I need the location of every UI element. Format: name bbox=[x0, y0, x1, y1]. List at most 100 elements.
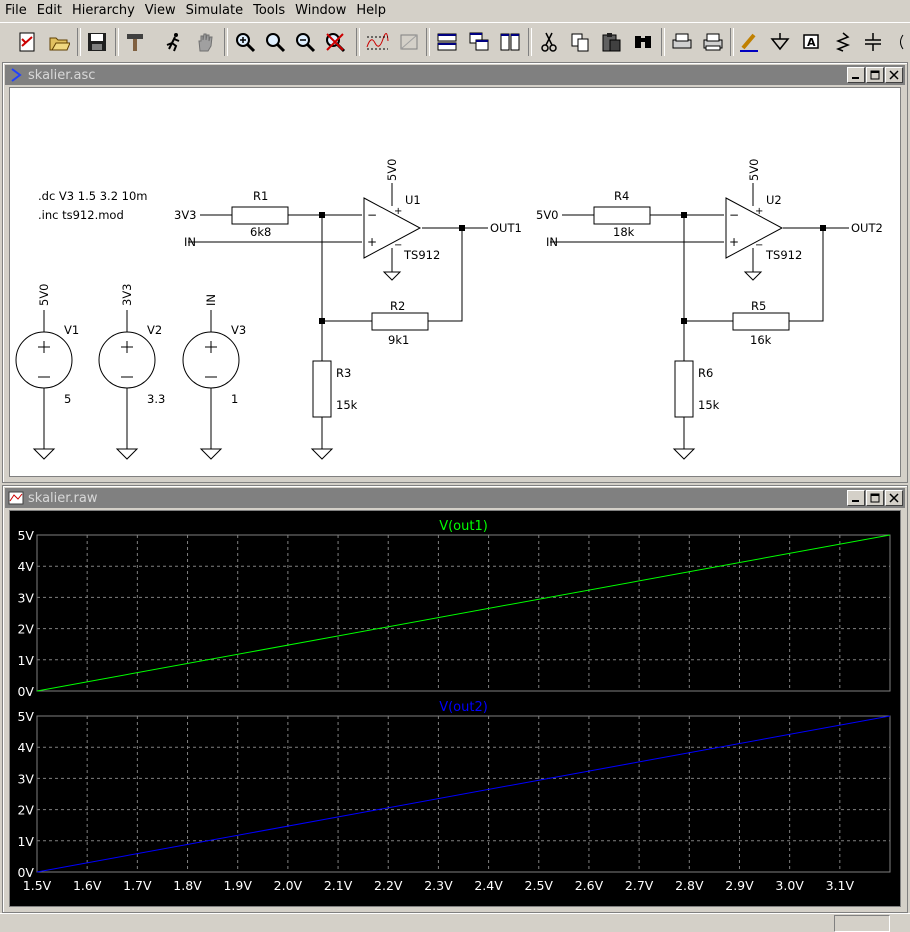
u1-model: TS912 bbox=[403, 248, 440, 262]
schematic-title: skalier.asc bbox=[28, 67, 96, 83]
u2-model: TS912 bbox=[765, 248, 802, 262]
trace-title-2[interactable]: V(out2) bbox=[439, 700, 488, 715]
draw-wire-icon[interactable] bbox=[736, 29, 762, 55]
resistor-icon[interactable] bbox=[830, 29, 856, 55]
capacitor-icon[interactable] bbox=[860, 29, 886, 55]
find-binoculars-icon[interactable] bbox=[630, 29, 656, 55]
open-folder-icon[interactable] bbox=[46, 29, 72, 55]
copy-icon[interactable] bbox=[567, 29, 593, 55]
autorange-waveform-icon[interactable] bbox=[364, 29, 390, 55]
r6-value: 15k bbox=[698, 398, 720, 412]
x-tick-label: 2.0V bbox=[274, 878, 303, 893]
maximize-button[interactable] bbox=[866, 67, 884, 83]
x-tick-label: 2.7V bbox=[625, 878, 654, 893]
minimize-button[interactable] bbox=[847, 490, 865, 506]
menu-hierarchy[interactable]: Hierarchy bbox=[71, 3, 135, 18]
y-tick-label: 3V bbox=[17, 771, 34, 786]
schematic-app-icon bbox=[11, 68, 22, 82]
resistor-r3[interactable] bbox=[312, 360, 332, 418]
tile-vertical-icon[interactable] bbox=[497, 29, 523, 55]
out1-label: OUT1 bbox=[490, 221, 522, 235]
schematic-canvas[interactable]: .dc V3 1.5 3.2 10m .inc ts912.mod bbox=[9, 87, 901, 477]
maximize-button[interactable] bbox=[866, 490, 884, 506]
cut-scissors-icon[interactable] bbox=[536, 29, 562, 55]
resistor-r1[interactable] bbox=[231, 206, 289, 225]
toolbar-overflow-icon[interactable] bbox=[890, 29, 910, 55]
halt-hand-icon[interactable] bbox=[192, 29, 218, 55]
svg-text:+: + bbox=[367, 235, 377, 249]
zoom-out-icon[interactable] bbox=[292, 29, 318, 55]
y-tick-label: 1V bbox=[17, 653, 34, 668]
cascade-icon[interactable] bbox=[466, 29, 492, 55]
save-icon[interactable] bbox=[84, 29, 110, 55]
minimize-button[interactable] bbox=[847, 67, 865, 83]
r1-value: 6k8 bbox=[250, 225, 271, 239]
zoom-pan-icon[interactable] bbox=[262, 29, 288, 55]
control-panel-hammer-icon[interactable] bbox=[122, 29, 148, 55]
schematic-window: skalier.asc .dc V3 1.5 3.2 10m .inc ts91… bbox=[2, 62, 908, 483]
status-panel bbox=[834, 915, 890, 932]
menu-view[interactable]: View bbox=[144, 3, 176, 18]
r3-value: 15k bbox=[336, 398, 358, 412]
trace-title-1[interactable]: V(out1) bbox=[439, 519, 488, 534]
stage2-input-bottom-label: IN bbox=[546, 235, 558, 249]
trace-line-2[interactable] bbox=[36, 715, 891, 873]
source-name: V3 bbox=[231, 323, 246, 337]
resistor-r2[interactable] bbox=[371, 312, 429, 331]
r2-name: R2 bbox=[390, 299, 405, 313]
menu-window[interactable]: Window bbox=[295, 3, 347, 18]
menu-file[interactable]: File bbox=[5, 3, 27, 18]
menu-simulate[interactable]: Simulate bbox=[185, 3, 244, 18]
run-simulation-icon[interactable] bbox=[160, 29, 186, 55]
zoom-in-icon[interactable] bbox=[232, 29, 258, 55]
close-button[interactable] bbox=[885, 490, 903, 506]
tile-horizontal-icon[interactable] bbox=[434, 29, 460, 55]
print-icon[interactable] bbox=[700, 29, 726, 55]
stage1-input-bottom-label: IN bbox=[184, 235, 196, 249]
u1-ground-icon bbox=[382, 271, 402, 281]
inc-directive: .inc ts912.mod bbox=[38, 208, 124, 222]
trace-line-1[interactable] bbox=[36, 534, 891, 692]
ground-icon[interactable] bbox=[767, 29, 793, 55]
opamp-u2[interactable] bbox=[725, 197, 784, 259]
x-tick-label: 1.5V bbox=[23, 878, 52, 893]
close-button[interactable] bbox=[885, 67, 903, 83]
plot-pane-bottom[interactable] bbox=[36, 715, 891, 873]
u2-name: U2 bbox=[766, 193, 782, 207]
y-tick-label: 4V bbox=[17, 559, 34, 574]
menu-edit[interactable]: Edit bbox=[36, 3, 62, 18]
source-name: V2 bbox=[147, 323, 162, 337]
print-preview-icon[interactable] bbox=[669, 29, 695, 55]
label-net-icon[interactable]: A bbox=[798, 29, 824, 55]
x-tick-label: 2.1V bbox=[324, 878, 353, 893]
v2-ground-icon bbox=[115, 448, 139, 460]
source-net-label: 5V0 bbox=[37, 283, 51, 306]
waveform-title: skalier.raw bbox=[28, 490, 98, 506]
zoom-cancel-icon[interactable] bbox=[322, 29, 348, 55]
paste-icon[interactable] bbox=[598, 29, 624, 55]
resistor-r6[interactable] bbox=[674, 360, 694, 418]
y-tick-label: 4V bbox=[17, 740, 34, 755]
opamp-u1[interactable] bbox=[363, 197, 422, 259]
schematic-titlebar[interactable]: skalier.asc bbox=[5, 65, 905, 85]
x-tick-label: 2.6V bbox=[575, 878, 604, 893]
resistor-r5[interactable] bbox=[732, 312, 790, 331]
fft-icon[interactable] bbox=[396, 29, 422, 55]
r3-ground-icon bbox=[310, 448, 334, 460]
resistor-r4[interactable] bbox=[593, 206, 651, 225]
menu-help[interactable]: Help bbox=[356, 3, 387, 18]
new-schematic-icon[interactable] bbox=[14, 29, 40, 55]
y-tick-label: 2V bbox=[17, 622, 34, 637]
x-tick-label: 2.8V bbox=[675, 878, 704, 893]
x-tick-label: 2.2V bbox=[374, 878, 403, 893]
waveform-titlebar[interactable]: skalier.raw bbox=[5, 488, 905, 508]
x-tick-label: 1.7V bbox=[123, 878, 152, 893]
svg-text:A: A bbox=[807, 36, 816, 49]
plot-pane-top[interactable] bbox=[36, 534, 891, 692]
source-net-label: IN bbox=[204, 294, 218, 306]
menu-tools[interactable]: Tools bbox=[253, 3, 286, 18]
